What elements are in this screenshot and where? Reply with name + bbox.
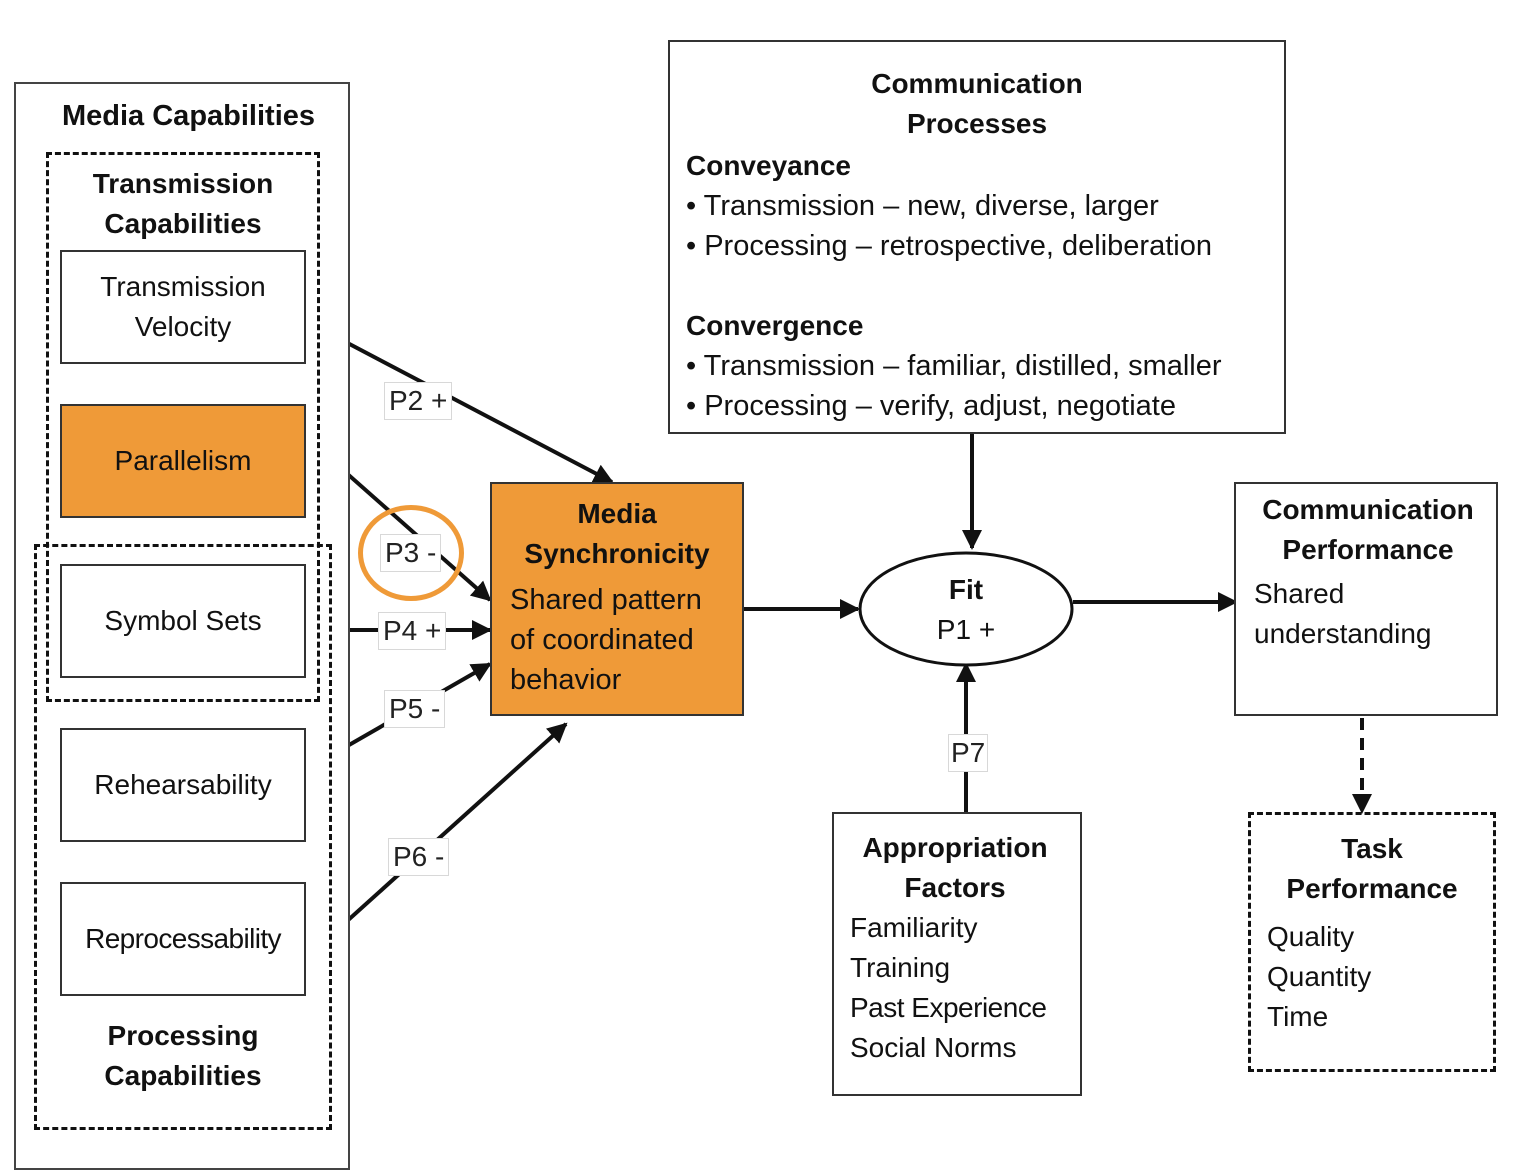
capability-label: Reprocessability xyxy=(85,923,281,954)
task-item: Quality xyxy=(1267,921,1355,952)
media-synchronicity-description: Shared pattern of coordinated behavior xyxy=(510,580,724,700)
ms-body-line: Shared pattern xyxy=(510,584,702,616)
proposition-label-p5: P5 - xyxy=(384,690,446,728)
proposition-label-p6: P6 - xyxy=(388,838,450,876)
task-performance-box[interactable]: Task Performance Quality Quantity Time xyxy=(1248,812,1496,1072)
ms-body-line: behavior xyxy=(510,664,622,696)
processing-capabilities-group xyxy=(34,544,332,1130)
task-performance-title: Task Performance xyxy=(1267,829,1477,909)
capability-label-line1: Transmission xyxy=(100,271,266,302)
perf-title-line2: Performance xyxy=(1282,534,1454,565)
task-item: Quantity xyxy=(1267,961,1372,992)
af-item: Social Norms xyxy=(850,1032,1017,1063)
convergence-bullet: • Transmission – familiar, distilled, sm… xyxy=(686,350,1222,382)
appropriation-factors-box[interactable]: Appropriation Factors Familiarity Traini… xyxy=(832,812,1082,1096)
transmission-title-line1: Transmission xyxy=(92,168,274,199)
processing-capabilities-title: Processing Capabilities xyxy=(34,1016,332,1096)
fit-ellipse xyxy=(858,551,1074,667)
af-item: Familiarity xyxy=(850,912,978,943)
proposition-label-p4: P4 + xyxy=(378,612,447,650)
capability-rehearsability[interactable]: Rehearsability xyxy=(60,728,306,842)
conveyance-heading: Conveyance xyxy=(686,150,851,181)
perf-body-line: Shared xyxy=(1254,578,1345,609)
capability-label-line2: Velocity xyxy=(134,311,232,342)
conveyance-bullet: • Transmission – new, diverse, larger xyxy=(686,190,1159,222)
perf-body-line: understanding xyxy=(1254,618,1432,649)
communication-processes-box[interactable]: Communication Processes Conveyance • Tra… xyxy=(668,40,1286,434)
media-synchronicity-box[interactable]: Media Synchronicity Shared pattern of co… xyxy=(490,482,744,716)
fit-title: Fit xyxy=(948,574,984,605)
task-title-line2: Performance xyxy=(1286,873,1458,904)
communication-processes-title: Communication Processes xyxy=(686,64,1268,144)
ms-title-line1: Media xyxy=(577,498,657,529)
fit-node[interactable]: Fit P1 + xyxy=(880,570,1052,650)
proposition-label-p2: P2 + xyxy=(384,382,453,420)
capability-label: Rehearsability xyxy=(94,769,272,800)
cp-title-line2: Processes xyxy=(906,108,1048,139)
appropriation-factors-title: Appropriation Factors xyxy=(850,828,1060,908)
af-item: Past Experience xyxy=(850,992,1047,1023)
perf-title-line1: Communication xyxy=(1262,494,1474,525)
convergence-heading: Convergence xyxy=(686,310,864,341)
processing-title-line2: Capabilities xyxy=(104,1060,262,1091)
capability-label: Symbol Sets xyxy=(104,605,262,636)
media-capabilities-title: Media Capabilities xyxy=(62,100,316,132)
proposition-label-p7: P7 xyxy=(948,734,989,772)
af-title-line2: Factors xyxy=(904,872,1006,903)
transmission-capabilities-group xyxy=(46,152,320,702)
ms-body-line: of coordinated xyxy=(510,624,694,656)
capability-parallelism[interactable]: Parallelism xyxy=(60,404,306,518)
capability-symbol-sets[interactable]: Symbol Sets xyxy=(60,564,306,678)
conveyance-bullet: • Processing – retrospective, deliberati… xyxy=(686,230,1212,262)
communication-performance-title: Communication Performance xyxy=(1248,490,1488,570)
communication-performance-box[interactable]: Communication Performance Shared underst… xyxy=(1234,482,1498,716)
task-item: Time xyxy=(1267,1001,1329,1032)
af-title-line1: Appropriation xyxy=(862,832,1048,863)
convergence-bullet: • Processing – verify, adjust, negotiate xyxy=(686,390,1176,422)
cp-title-line1: Communication xyxy=(871,68,1083,99)
ms-title-line2: Synchronicity xyxy=(524,538,710,569)
conveyance-section: Conveyance • Transmission – new, diverse… xyxy=(686,146,1268,266)
capability-reprocessability[interactable]: Reprocessability xyxy=(60,882,306,996)
capability-transmission-velocity[interactable]: Transmission Velocity xyxy=(60,250,306,364)
af-item: Training xyxy=(850,952,951,983)
arrow-p2 xyxy=(299,316,614,484)
transmission-capabilities-title: Transmission Capabilities xyxy=(46,164,320,244)
p3-highlight-circle xyxy=(358,505,464,601)
convergence-section: Convergence • Transmission – familiar, d… xyxy=(686,306,1268,426)
transmission-title-line2: Capabilities xyxy=(104,208,262,239)
media-synchronicity-title: Media Synchronicity xyxy=(510,494,724,574)
processing-title-line1: Processing xyxy=(107,1020,259,1051)
capability-label: Parallelism xyxy=(114,445,252,476)
fit-proposition: P1 + xyxy=(936,614,996,645)
task-title-line1: Task xyxy=(1341,833,1403,864)
